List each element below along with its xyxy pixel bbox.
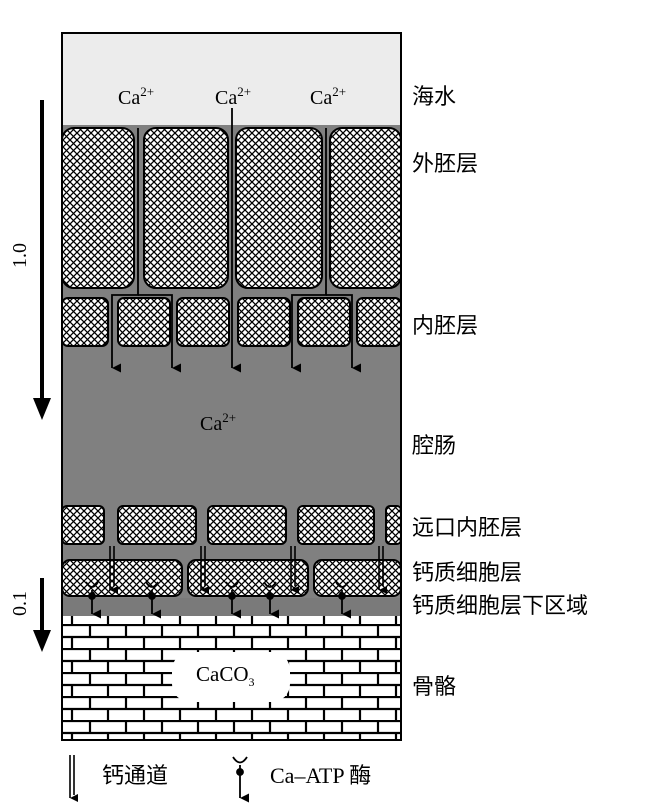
ca-ion-charge: 2+ (237, 84, 252, 99)
ca-ion-text: Ca (118, 87, 141, 109)
ca-ion-charge: 2+ (332, 84, 347, 99)
legend-pump-label: Ca–ATP 酶 (270, 763, 372, 788)
label-endoderm: 内胚层 (412, 313, 479, 338)
ca-ion-label: Ca2+ (215, 85, 251, 109)
ca-atpase-pumps (85, 581, 351, 619)
label-aboral-endoderm: 远口内胚层 (412, 515, 523, 540)
diagram-frame (61, 32, 402, 741)
endoderm-layer (61, 297, 402, 347)
ca-ion-label-coelenteron: Ca2+ (200, 411, 236, 435)
calcium-channels (109, 546, 387, 594)
label-seawater: 海水 (412, 84, 457, 109)
ion-flow-arrows (111, 108, 361, 373)
label-coelenteron: 腔肠 (412, 433, 457, 458)
ca-ion-text: Ca (310, 87, 333, 109)
ca-ion-text: Ca (215, 87, 238, 109)
legend-pump-icon (232, 756, 249, 803)
caco3-subscript: 3 (248, 675, 255, 689)
scale-label-bottom: 0.1 (9, 591, 31, 616)
label-subcalicoblastic: 钙质细胞层下区域 (412, 593, 589, 618)
legend-channel-icon (69, 755, 78, 802)
ca-ion-label: Ca2+ (310, 85, 346, 109)
caco3-pocket (172, 652, 290, 702)
ca-ion-charge: 2+ (140, 84, 155, 99)
ca-ion-charge: 2+ (222, 410, 237, 425)
ectoderm-layer (61, 127, 402, 289)
ca-ion-text: Ca (200, 413, 223, 435)
caco3-text: CaCO (196, 662, 249, 686)
label-skeleton: 骨骼 (412, 674, 457, 699)
ca-ion-label: Ca2+ (118, 85, 154, 109)
label-calicoblastic: 钙质细胞层 (412, 560, 523, 585)
legend-channel-label: 钙通道 (102, 763, 169, 788)
label-ectoderm: 外胚层 (412, 151, 479, 176)
scale-label-top: 1.0 (9, 243, 31, 268)
caco3-label: CaCO3 (196, 662, 255, 689)
gradient-scale-arrows (33, 100, 51, 652)
